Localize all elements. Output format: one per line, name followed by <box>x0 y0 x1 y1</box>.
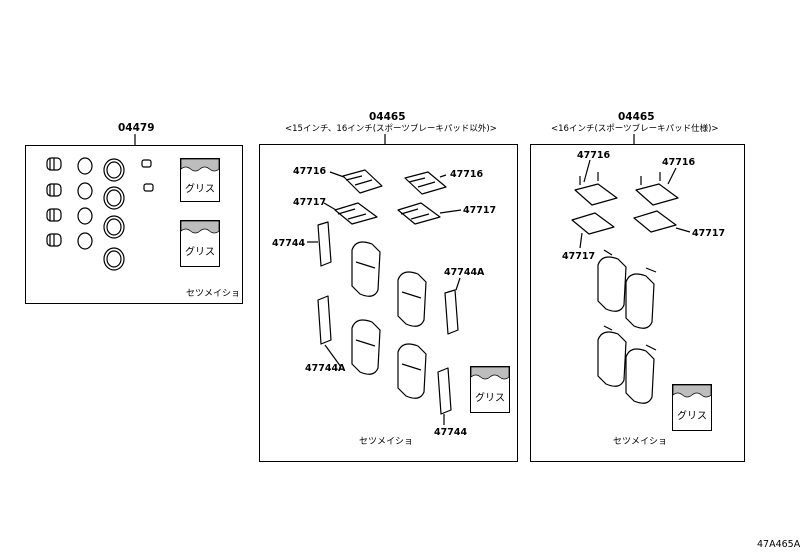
callout-47717[interactable]: 47717 <box>692 228 726 239</box>
grease-packet-band <box>180 158 220 175</box>
callout-47716[interactable]: 47716 <box>450 169 484 180</box>
callout-47717[interactable]: 47717 <box>562 251 596 262</box>
grease-packet: グリス <box>672 384 712 431</box>
small-ring-set <box>77 157 93 250</box>
group1-note: セツメイショ <box>186 289 241 299</box>
grease-label: グリス <box>185 247 215 258</box>
grease-packet-band <box>180 220 220 237</box>
callout-47744a[interactable]: 47744A <box>305 363 346 374</box>
callout-47744[interactable]: 47744 <box>272 238 306 249</box>
group1-part-number[interactable]: 04479 <box>118 122 155 134</box>
group3-box <box>530 144 745 462</box>
shim-47717 <box>323 202 462 225</box>
bushing-set <box>141 159 154 192</box>
callout-47744[interactable]: 47744 <box>434 427 468 438</box>
brake-pad-set <box>351 241 427 399</box>
wave <box>180 158 220 172</box>
wave <box>180 220 220 234</box>
wave <box>672 384 712 398</box>
grease-label: グリス <box>677 411 707 422</box>
wave <box>470 366 510 380</box>
callout-47716[interactable]: 47716 <box>662 157 696 168</box>
group3-part-number[interactable]: 04465 <box>618 111 655 123</box>
boot-set <box>46 157 62 247</box>
grease-packet: グリス <box>470 366 510 413</box>
brake-pad-set-sport <box>597 249 657 404</box>
group2-box <box>259 144 518 462</box>
group1-box <box>25 145 243 304</box>
figure-id: 47A465A <box>757 539 801 550</box>
group3-note: セツメイショ <box>613 437 668 447</box>
group2-part-number[interactable]: 04465 <box>369 111 406 123</box>
grease-label: グリス <box>475 393 505 404</box>
grease-packet-band <box>470 366 510 383</box>
anti-rattle-clip <box>307 221 461 425</box>
callout-47716[interactable]: 47716 <box>293 166 327 177</box>
callout-47717[interactable]: 47717 <box>463 205 497 216</box>
group3-label: <16インチ(スポーツブレーキパッド仕様)> <box>551 124 719 134</box>
callout-47716[interactable]: 47716 <box>577 150 611 161</box>
callout-47717[interactable]: 47717 <box>293 197 327 208</box>
grease-label: グリス <box>185 184 215 195</box>
grease-packet: グリス <box>180 220 220 267</box>
callout-47744a[interactable]: 47744A <box>444 267 485 278</box>
shim-47716 <box>329 169 447 195</box>
grease-packet-band <box>672 384 712 401</box>
piston-seal-set <box>103 158 125 271</box>
group2-label: <15インチ、16インチ(スポーツブレーキパッド以外)> <box>285 124 497 134</box>
grease-packet: グリス <box>180 158 220 202</box>
shim-set-sport <box>571 159 691 249</box>
group2-note: セツメイショ <box>359 437 414 447</box>
